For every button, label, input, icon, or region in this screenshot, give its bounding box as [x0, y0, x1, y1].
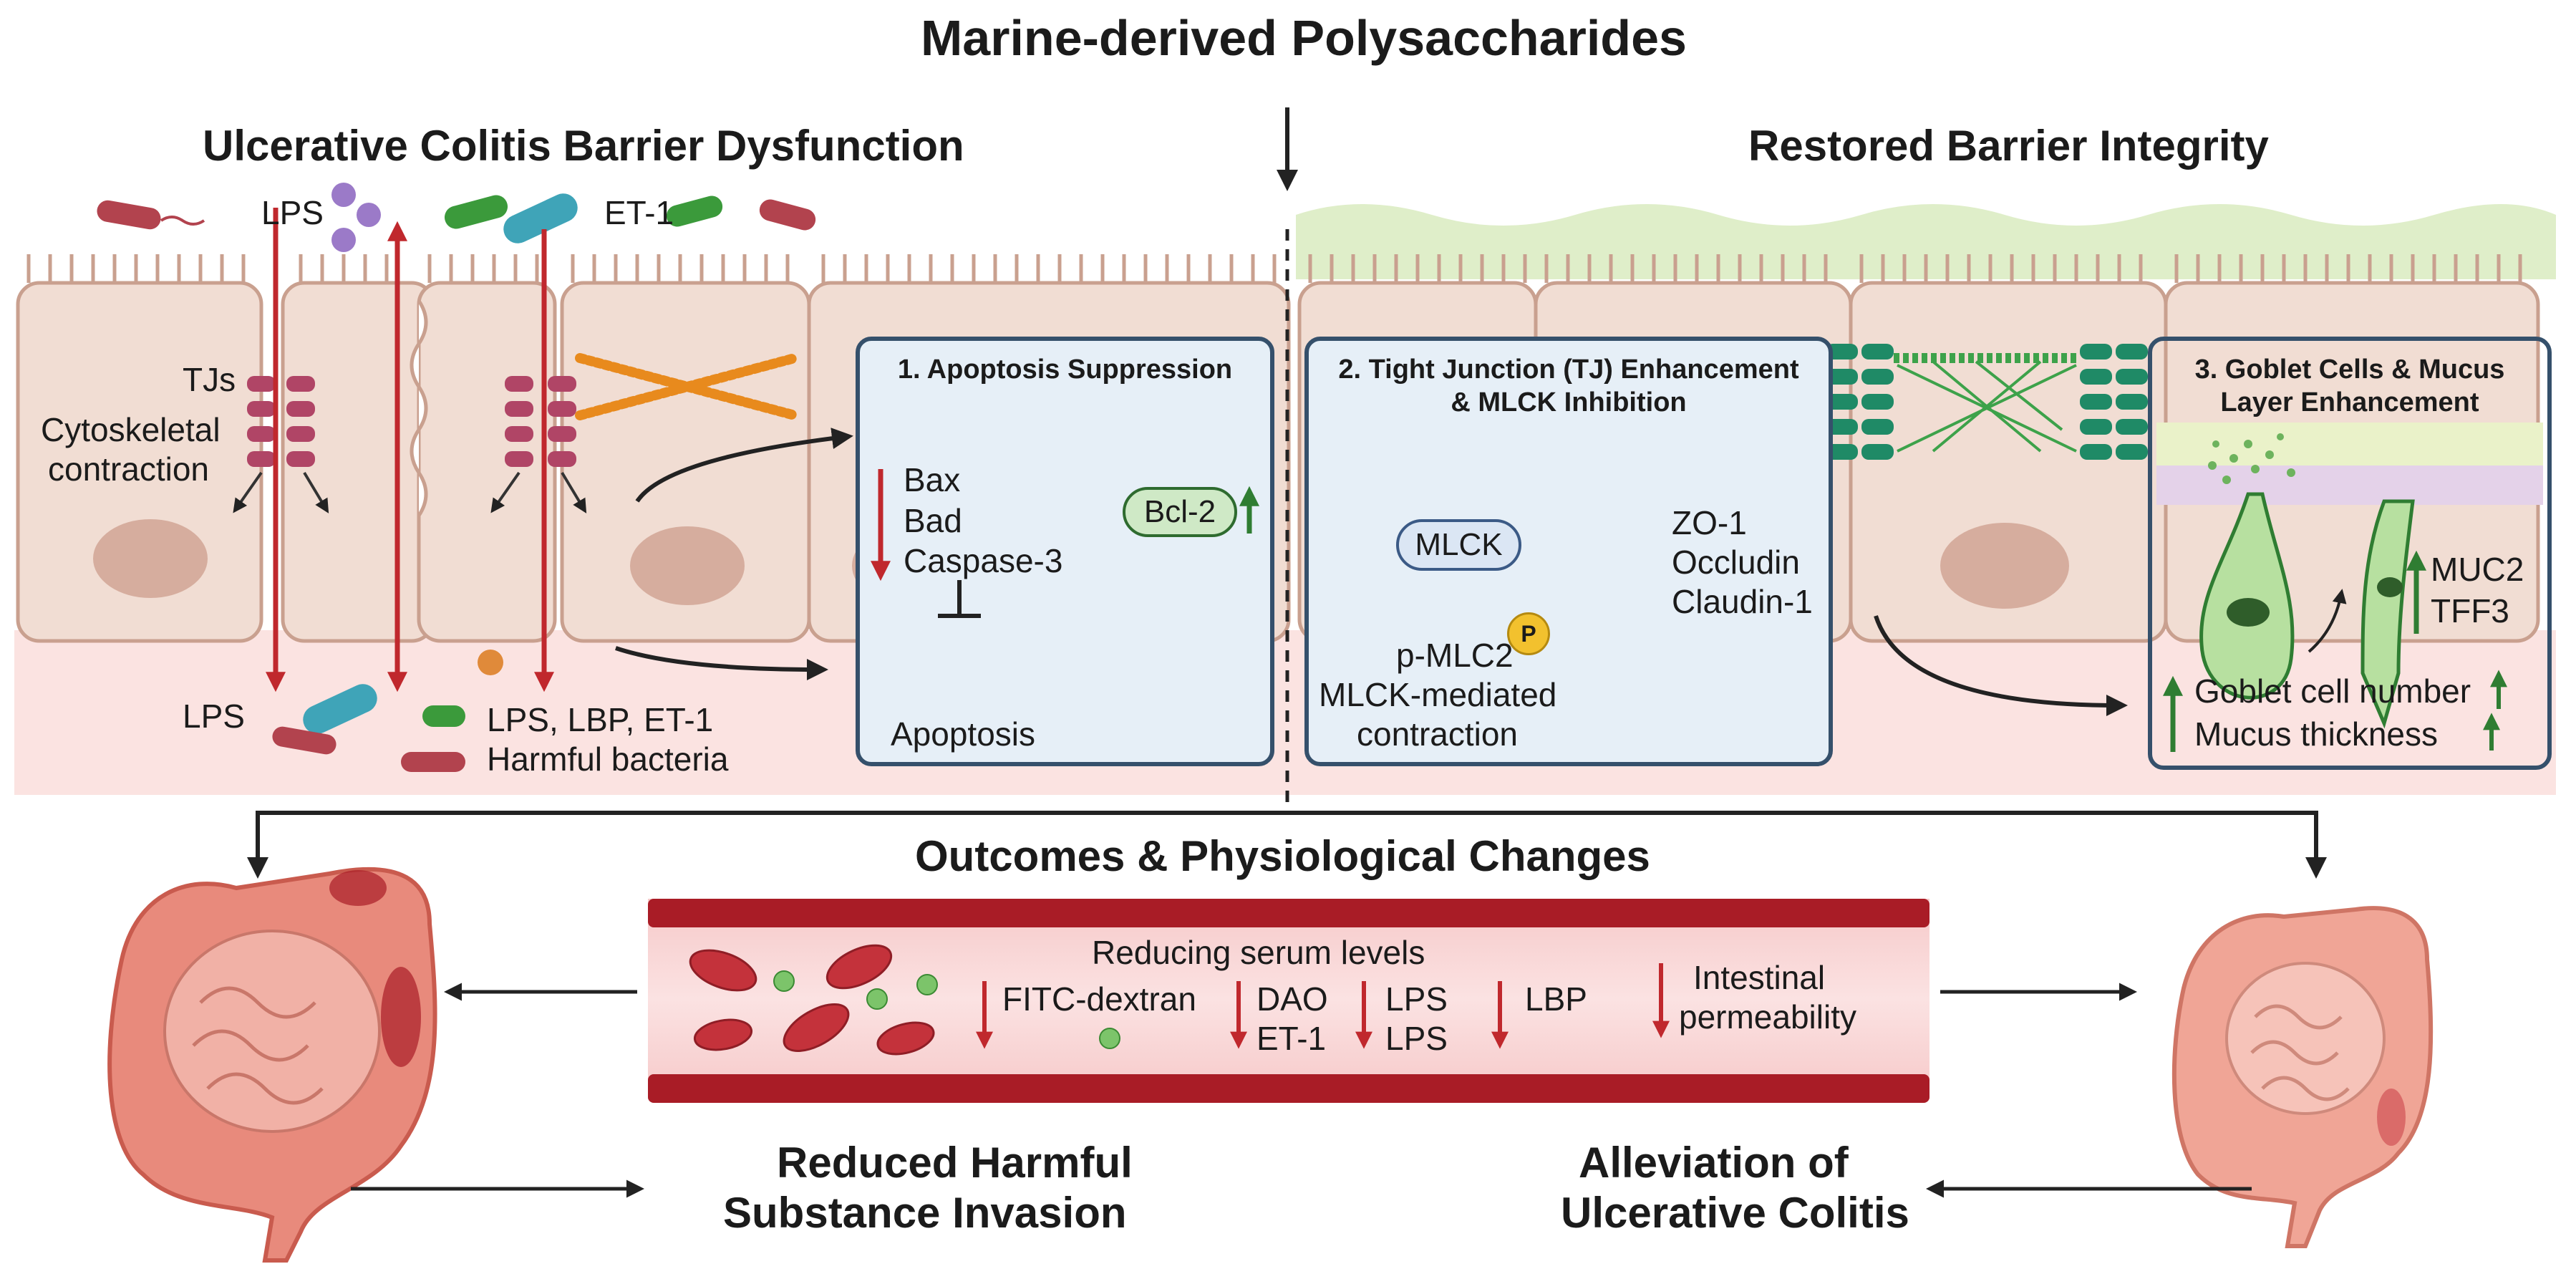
cytoskeletal-label-2: contraction	[48, 450, 210, 488]
lbp-vessel-label: LBP	[1525, 980, 1587, 1018]
red-blood-cells	[689, 944, 935, 1056]
goblet-number-label: Goblet cell number	[2194, 672, 2471, 710]
claudin1-label: Claudin-1	[1672, 583, 1813, 620]
left-panel-heading: Ulcerative Colitis Barrier Dysfunction	[203, 122, 964, 170]
colon-healing-right	[2171, 906, 2434, 1248]
nucleus	[1940, 523, 2069, 609]
et1-vessel-label: ET-1	[1256, 1020, 1327, 1057]
blood-vessel	[648, 899, 1929, 1103]
permeability-label-1: Intestinal	[1693, 959, 1826, 996]
arrow-to-apoptosis-2	[615, 646, 828, 680]
nucleus	[630, 526, 745, 605]
tight-junction-box: 2. Tight Junction (TJ) Enhancement & MLC…	[1304, 337, 1833, 766]
arrow-to-apoptosis	[635, 428, 853, 503]
bad-label: Bad	[904, 502, 962, 539]
tjs-label: TJs	[183, 361, 236, 398]
tff3-label: TFF3	[2431, 592, 2509, 629]
goblet-box-title-2: Layer Enhancement	[2220, 387, 2479, 418]
actin-filaments	[575, 353, 800, 420]
mlck-contraction-label-2: contraction	[1357, 715, 1519, 753]
lps-vessel-label-2: LPS	[1385, 1020, 1448, 1057]
mucus-thickness-label: Mucus thickness	[2194, 715, 2439, 753]
apoptosis-box-title: 1. Apoptosis Suppression	[897, 354, 1233, 385]
caspase3-label: Caspase-3	[904, 542, 1063, 579]
lps-vessel-label-1: LPS	[1385, 980, 1448, 1018]
cell-gap	[410, 299, 428, 517]
alleviation-label-1: Alleviation of	[1579, 1139, 1849, 1187]
mlck-contraction-label-1: MLCK-mediated	[1319, 676, 1557, 713]
goblet-mucus-box: 3. Goblet Cells & Mucus Layer Enhancemen…	[2148, 337, 2552, 770]
apoptosis-suppression-box: 1. Apoptosis Suppression	[856, 337, 1274, 766]
fitc-particles	[773, 970, 1120, 1049]
reduced-invasion-label-2: Substance Invasion	[723, 1189, 1127, 1237]
tj-box-title-2: & MLCK Inhibition	[1451, 387, 1687, 418]
dao-label: DAO	[1256, 980, 1328, 1018]
microvilli-right	[1308, 254, 2522, 283]
harmful-bacteria-label: Harmful bacteria	[487, 740, 729, 778]
serum-heading: Reducing serum levels	[1092, 934, 1425, 971]
right-panel-heading: Restored Barrier Integrity	[1748, 122, 2269, 170]
lps-bottom-label: LPS	[183, 698, 245, 735]
tj-box-title-1: 2. Tight Junction (TJ) Enhancement	[1338, 354, 1799, 385]
tight-junctions-right	[1826, 344, 2148, 460]
cytoskeletal-label-1: Cytoskeletal	[41, 411, 221, 448]
permeability-label-2: permeability	[1679, 998, 1856, 1036]
bacteria-cluster-bottom	[272, 650, 503, 772]
outcomes-heading: Outcomes & Physiological Changes	[915, 832, 1650, 880]
tight-junctions-left	[247, 376, 576, 467]
muc2-label: MUC2	[2431, 551, 2524, 588]
bax-label: Bax	[904, 461, 961, 498]
lps-top-label: LPS	[261, 194, 324, 231]
alleviation-label-2: Ulcerative Colitis	[1561, 1189, 1909, 1237]
apoptosis-label: Apoptosis	[891, 715, 1036, 753]
nucleus	[93, 519, 208, 598]
colon-inflamed-left	[107, 867, 437, 1263]
bacteria-cluster-top	[97, 183, 816, 252]
actin-network-right	[1894, 353, 2080, 453]
outcome-arrows	[351, 983, 2252, 1198]
microvilli-left	[26, 254, 1277, 283]
et1-top-label: ET-1	[604, 194, 674, 231]
zo1-label: ZO-1	[1672, 504, 1747, 541]
reduced-invasion-label-1: Reduced Harmful	[777, 1139, 1133, 1187]
goblet-cells	[2156, 423, 2543, 729]
main-title: Marine-derived Polysaccharides	[921, 10, 1687, 66]
pmlc2-label: p-MLC2	[1396, 637, 1514, 674]
arrow-to-goblet	[1874, 615, 2128, 716]
translocation-arrows	[266, 208, 554, 693]
outcome-connectors	[247, 811, 2327, 879]
bcl2-pill: Bcl-2	[1123, 487, 1237, 537]
lps-lbp-et1-label: LPS, LBP, ET-1	[487, 701, 714, 738]
goblet-box-title-1: 3. Goblet Cells & Mucus	[2194, 354, 2505, 385]
mlck-pill: MLCK	[1396, 519, 1521, 571]
tj-leak-arrows	[233, 471, 587, 513]
fitc-dextran-label: FITC-dextran	[1002, 980, 1196, 1018]
occludin-label: Occludin	[1672, 544, 1800, 581]
phospho-badge: P	[1507, 612, 1550, 655]
